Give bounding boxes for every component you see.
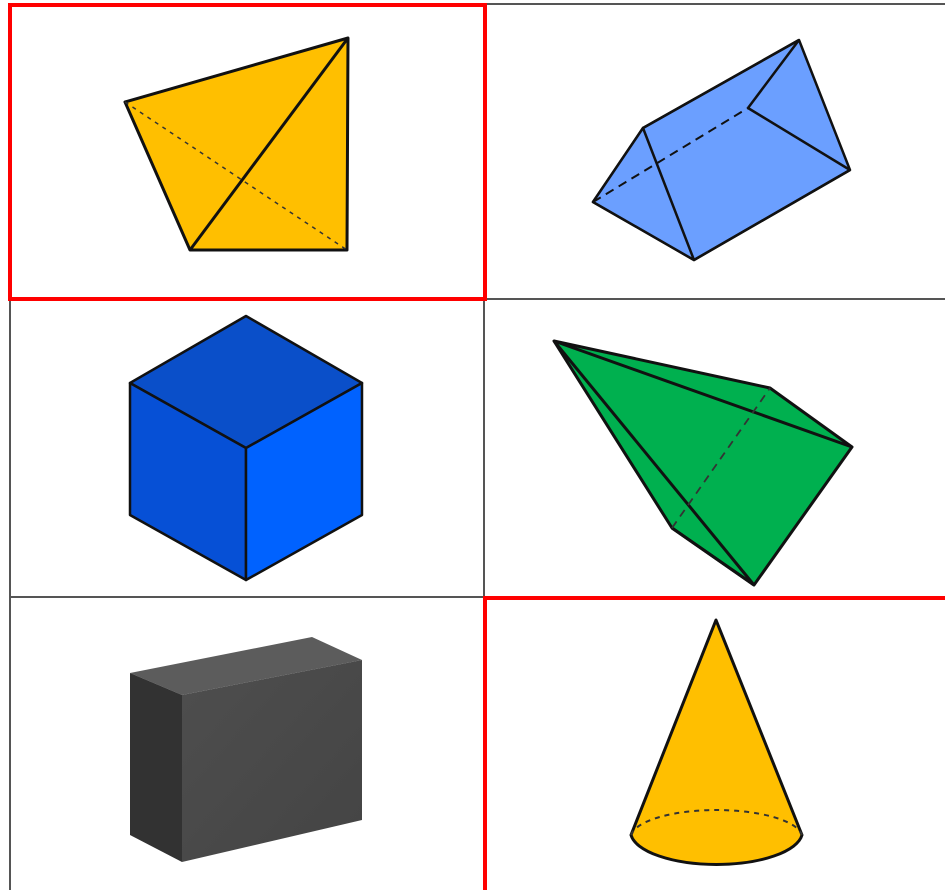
triangular-prism-shape — [591, 38, 852, 262]
cell-rectangular-box[interactable] — [130, 637, 362, 862]
cube-shape — [128, 314, 364, 582]
tetrahedron-shape — [123, 36, 350, 252]
cell-quadrilateral-pyramid[interactable] — [552, 339, 854, 587]
quadrilateral-pyramid-shape — [552, 339, 854, 587]
cell-tetrahedron[interactable] — [8, 3, 487, 301]
rectangular-box-shape — [130, 637, 362, 862]
cell-cone[interactable] — [483, 596, 945, 890]
highlight-frame — [483, 596, 945, 890]
highlight-frame — [8, 3, 487, 301]
cell-triangular-prism[interactable] — [591, 38, 852, 262]
cell-cube[interactable] — [128, 314, 364, 582]
cone-shape — [629, 618, 804, 866]
